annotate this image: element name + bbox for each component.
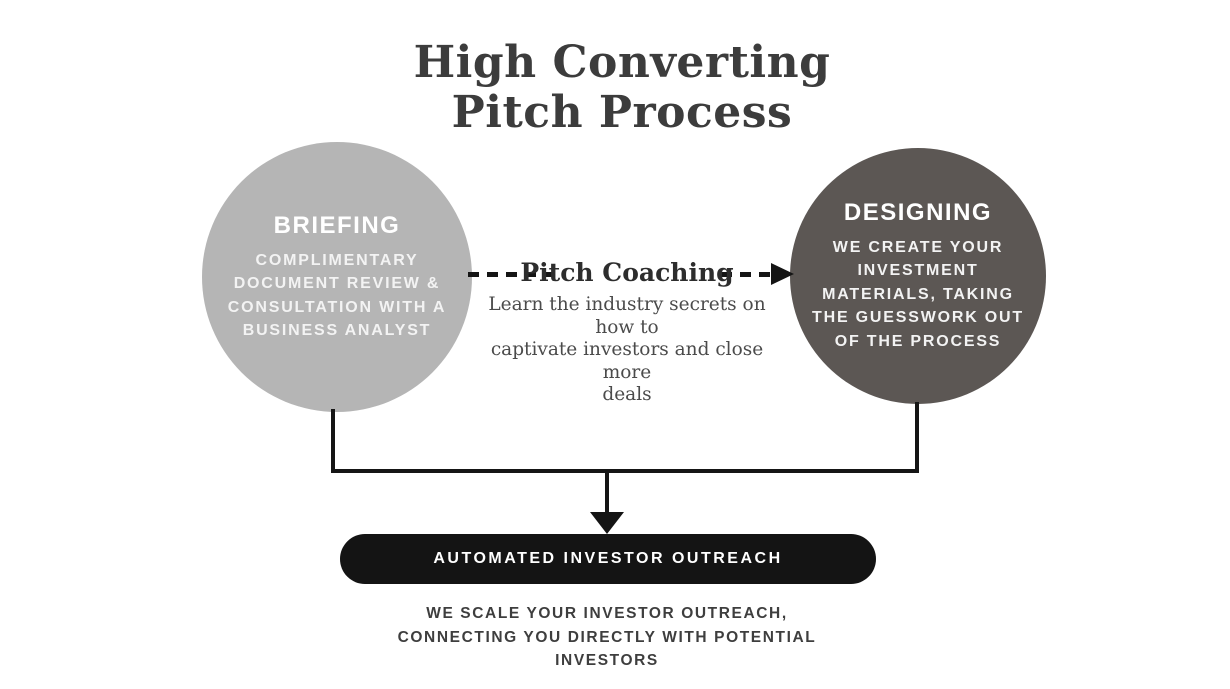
- pitch-coaching-line: Learn the industry secrets on how to: [488, 294, 766, 338]
- pitch-coaching-heading: Pitch Coaching: [520, 258, 734, 287]
- connector-middle-vertical: [605, 472, 609, 514]
- pitch-coaching-block: Pitch Coaching Learn the industry secret…: [467, 258, 787, 407]
- page-title-line: Pitch Process: [451, 87, 793, 138]
- outreach-description: WE SCALE YOUR INVESTOR OUTREACH, CONNECT…: [307, 602, 907, 673]
- designing-line: THE GUESSWORK OUT: [812, 309, 1024, 327]
- outreach-description-line: CONNECTING YOU DIRECTLY WITH POTENTIAL: [397, 628, 817, 646]
- page-title-line: High Converting: [413, 37, 831, 88]
- briefing-circle: BRIEFING COMPLIMENTARY DOCUMENT REVIEW &…: [202, 142, 472, 412]
- outreach-description-line: WE SCALE YOUR INVESTOR OUTREACH,: [426, 605, 788, 622]
- connector-horizontal: [331, 469, 919, 473]
- arrow-down-icon: [590, 512, 624, 534]
- designing-line: MATERIALS, TAKING: [822, 285, 1014, 303]
- designing-line: WE CREATE YOUR: [832, 238, 1004, 256]
- dashed-line-left-icon: [468, 272, 555, 277]
- arrow-right-icon: [771, 263, 794, 285]
- designing-line: INVESTMENT: [857, 262, 979, 280]
- pitch-coaching-line: captivate investors and close more: [490, 339, 764, 383]
- connector-right-vertical: [915, 402, 919, 472]
- designing-line: OF THE PROCESS: [834, 332, 1002, 350]
- page-title: High Converting Pitch Process: [22, 38, 1222, 138]
- briefing-line: CONSULTATION WITH A: [227, 298, 447, 316]
- briefing-line: COMPLIMENTARY: [255, 251, 419, 269]
- dashed-line-right-icon: [721, 272, 771, 277]
- designing-circle: DESIGNING WE CREATE YOUR INVESTMENT MATE…: [790, 148, 1046, 404]
- briefing-heading: BRIEFING: [273, 211, 401, 239]
- outreach-description-line: INVESTORS: [555, 652, 659, 669]
- designing-heading: DESIGNING: [843, 198, 993, 226]
- briefing-line: DOCUMENT REVIEW &: [233, 275, 441, 292]
- pitch-coaching-line: deals: [602, 384, 652, 405]
- outreach-pill-label: AUTOMATED INVESTOR OUTREACH: [433, 550, 783, 567]
- outreach-pill: AUTOMATED INVESTOR OUTREACH: [340, 534, 876, 584]
- briefing-line: BUSINESS ANALYST: [242, 322, 432, 339]
- connector-left-vertical: [331, 409, 335, 472]
